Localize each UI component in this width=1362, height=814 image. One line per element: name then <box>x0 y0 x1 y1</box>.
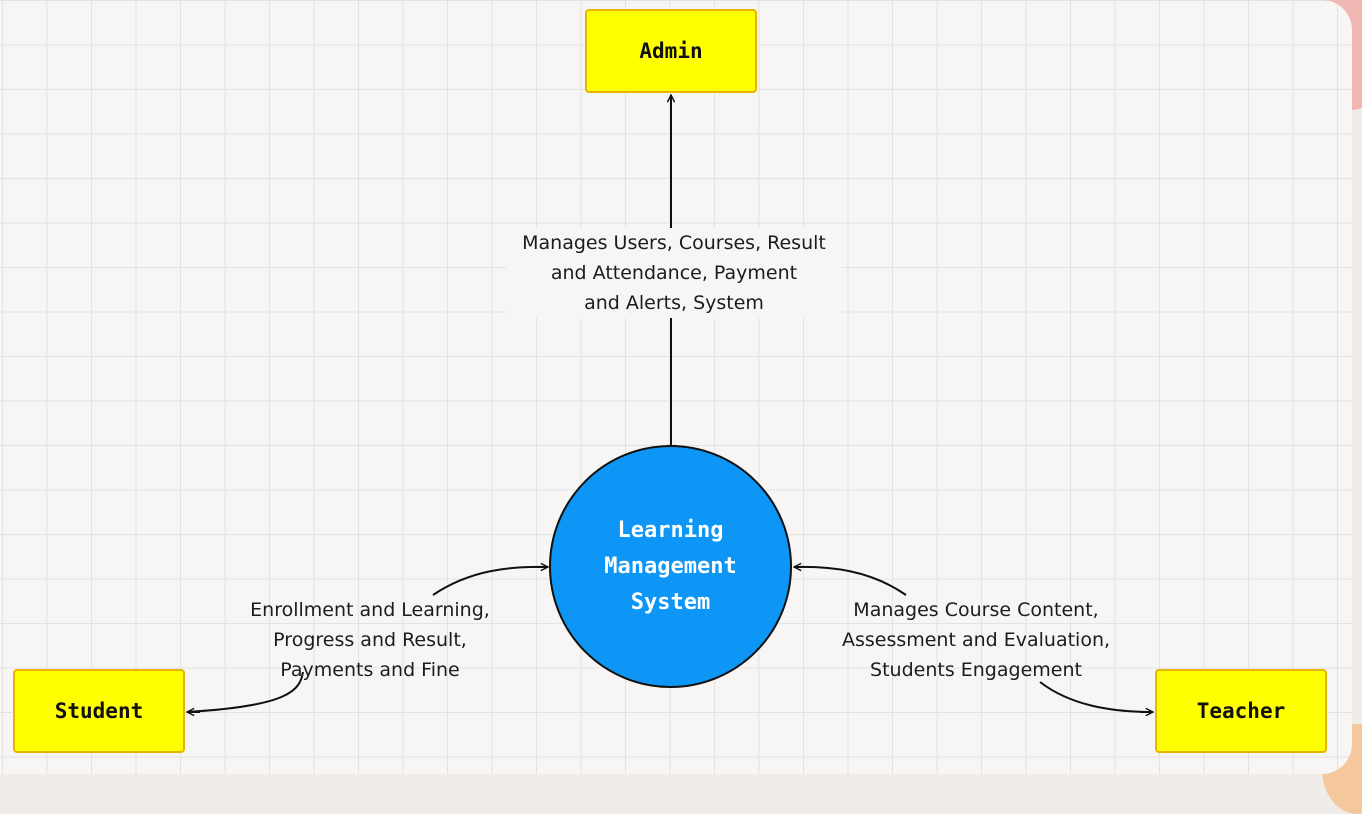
admin-flow-line: and Alerts, System <box>584 292 764 314</box>
system-label: Learning Management System <box>604 517 737 615</box>
student-flow-line: Progress and Result, <box>273 629 467 651</box>
teacher-flow-line: Assessment and Evaluation, <box>841 629 1111 651</box>
teacher-label: Teacher <box>1196 699 1286 723</box>
teacher-node[interactable]: Teacher <box>1155 669 1327 753</box>
teacher-flow-line: Manages Course Content, <box>853 599 1099 621</box>
student-flow-label: Enrollment and Learning, Progress and Re… <box>227 595 513 685</box>
teacher-flow-line: Students Engagement <box>870 659 1082 681</box>
student-flow-line: Payments and Fine <box>280 659 460 681</box>
student-flow-line: Enrollment and Learning, <box>250 599 490 621</box>
admin-label: Admin <box>639 39 703 63</box>
admin-node[interactable]: Admin <box>585 9 757 93</box>
admin-flow-line: Manages Users, Courses, Result <box>522 232 826 254</box>
admin-flow-line: and Attendance, Payment <box>550 262 798 284</box>
admin-flow-label: Manages Users, Courses, Result and Atten… <box>506 228 842 318</box>
learning-management-system-node[interactable]: Learning Management System <box>549 445 792 688</box>
teacher-flow-label: Manages Course Content, Assessment and E… <box>823 595 1129 685</box>
student-node[interactable]: Student <box>13 669 185 753</box>
student-label: Student <box>54 699 144 723</box>
